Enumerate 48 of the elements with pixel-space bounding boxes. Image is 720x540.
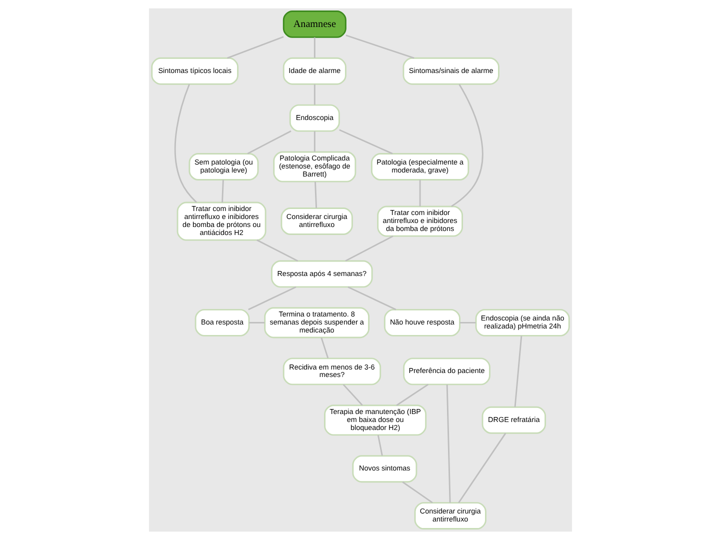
connector bbox=[313, 37, 315, 58]
connector bbox=[376, 434, 382, 456]
node-box: Boa resposta bbox=[194, 308, 250, 336]
connector bbox=[396, 384, 428, 406]
node-box: Não houve resposta bbox=[383, 308, 460, 336]
node-box: Anamnese bbox=[282, 10, 346, 38]
connector bbox=[226, 36, 284, 59]
connector bbox=[246, 130, 291, 154]
connector bbox=[347, 286, 396, 310]
connector bbox=[256, 239, 298, 262]
node-box: Terapia de manutenção (IBP em baixa dose ou bloqueador H2) bbox=[324, 404, 426, 436]
node-box: Tratar com inibidor antirrefluxo e inibidores de bomba de prótons ou antiácidos H2 bbox=[176, 202, 266, 241]
connector bbox=[344, 236, 393, 262]
node-box: Patologia (especialmente a moderada, grave) bbox=[370, 153, 469, 180]
connector bbox=[514, 336, 522, 408]
connector bbox=[174, 84, 196, 203]
node-box: Patologia Complicada (estenose, esôfago de Barrett) bbox=[272, 151, 356, 182]
node-box: Endoscopia bbox=[288, 104, 340, 132]
connector bbox=[459, 322, 476, 324]
connector bbox=[320, 337, 328, 358]
node-box: Termina o tratamento. 8 semanas depois suspender a medicação bbox=[264, 307, 370, 338]
connector bbox=[248, 286, 296, 310]
connector bbox=[450, 84, 483, 207]
connector bbox=[313, 84, 315, 105]
node-box: Endoscopia (se ainda não realizada) pHmetria 24h bbox=[474, 308, 570, 336]
connector bbox=[314, 182, 317, 208]
node-box: Considerar cirurgia antirrefluxo bbox=[414, 502, 486, 530]
connector bbox=[345, 34, 414, 59]
connector bbox=[402, 481, 432, 504]
connector bbox=[248, 322, 264, 324]
node-box: DRGE refratária bbox=[481, 406, 546, 434]
connector bbox=[446, 384, 450, 503]
node-box: Sintomas típicos locais bbox=[150, 57, 238, 85]
node-box: Tratar com inibidor antirrefluxo e inibidores da bomba de prótons bbox=[376, 206, 462, 237]
node-box: Resposta após 4 semanas? bbox=[270, 260, 372, 288]
connector bbox=[313, 131, 315, 152]
node-box: Idade de alarme bbox=[282, 57, 346, 85]
connector bbox=[458, 432, 506, 504]
connector bbox=[338, 129, 392, 154]
node-box: Preferência do paciente bbox=[402, 358, 490, 386]
node-box: Novos sintomas bbox=[352, 455, 417, 483]
node-box: Recidiva em menos de 3-6 meses? bbox=[282, 358, 381, 386]
node-box: Considerar cirurgia antirrefluxo bbox=[280, 208, 352, 235]
connector bbox=[342, 384, 362, 406]
node-box: Sintomas/sinais de alarme bbox=[402, 57, 499, 85]
connector bbox=[418, 180, 420, 206]
node-box: Sem patologia (ou patologia leve) bbox=[188, 153, 258, 180]
connector bbox=[221, 180, 224, 203]
